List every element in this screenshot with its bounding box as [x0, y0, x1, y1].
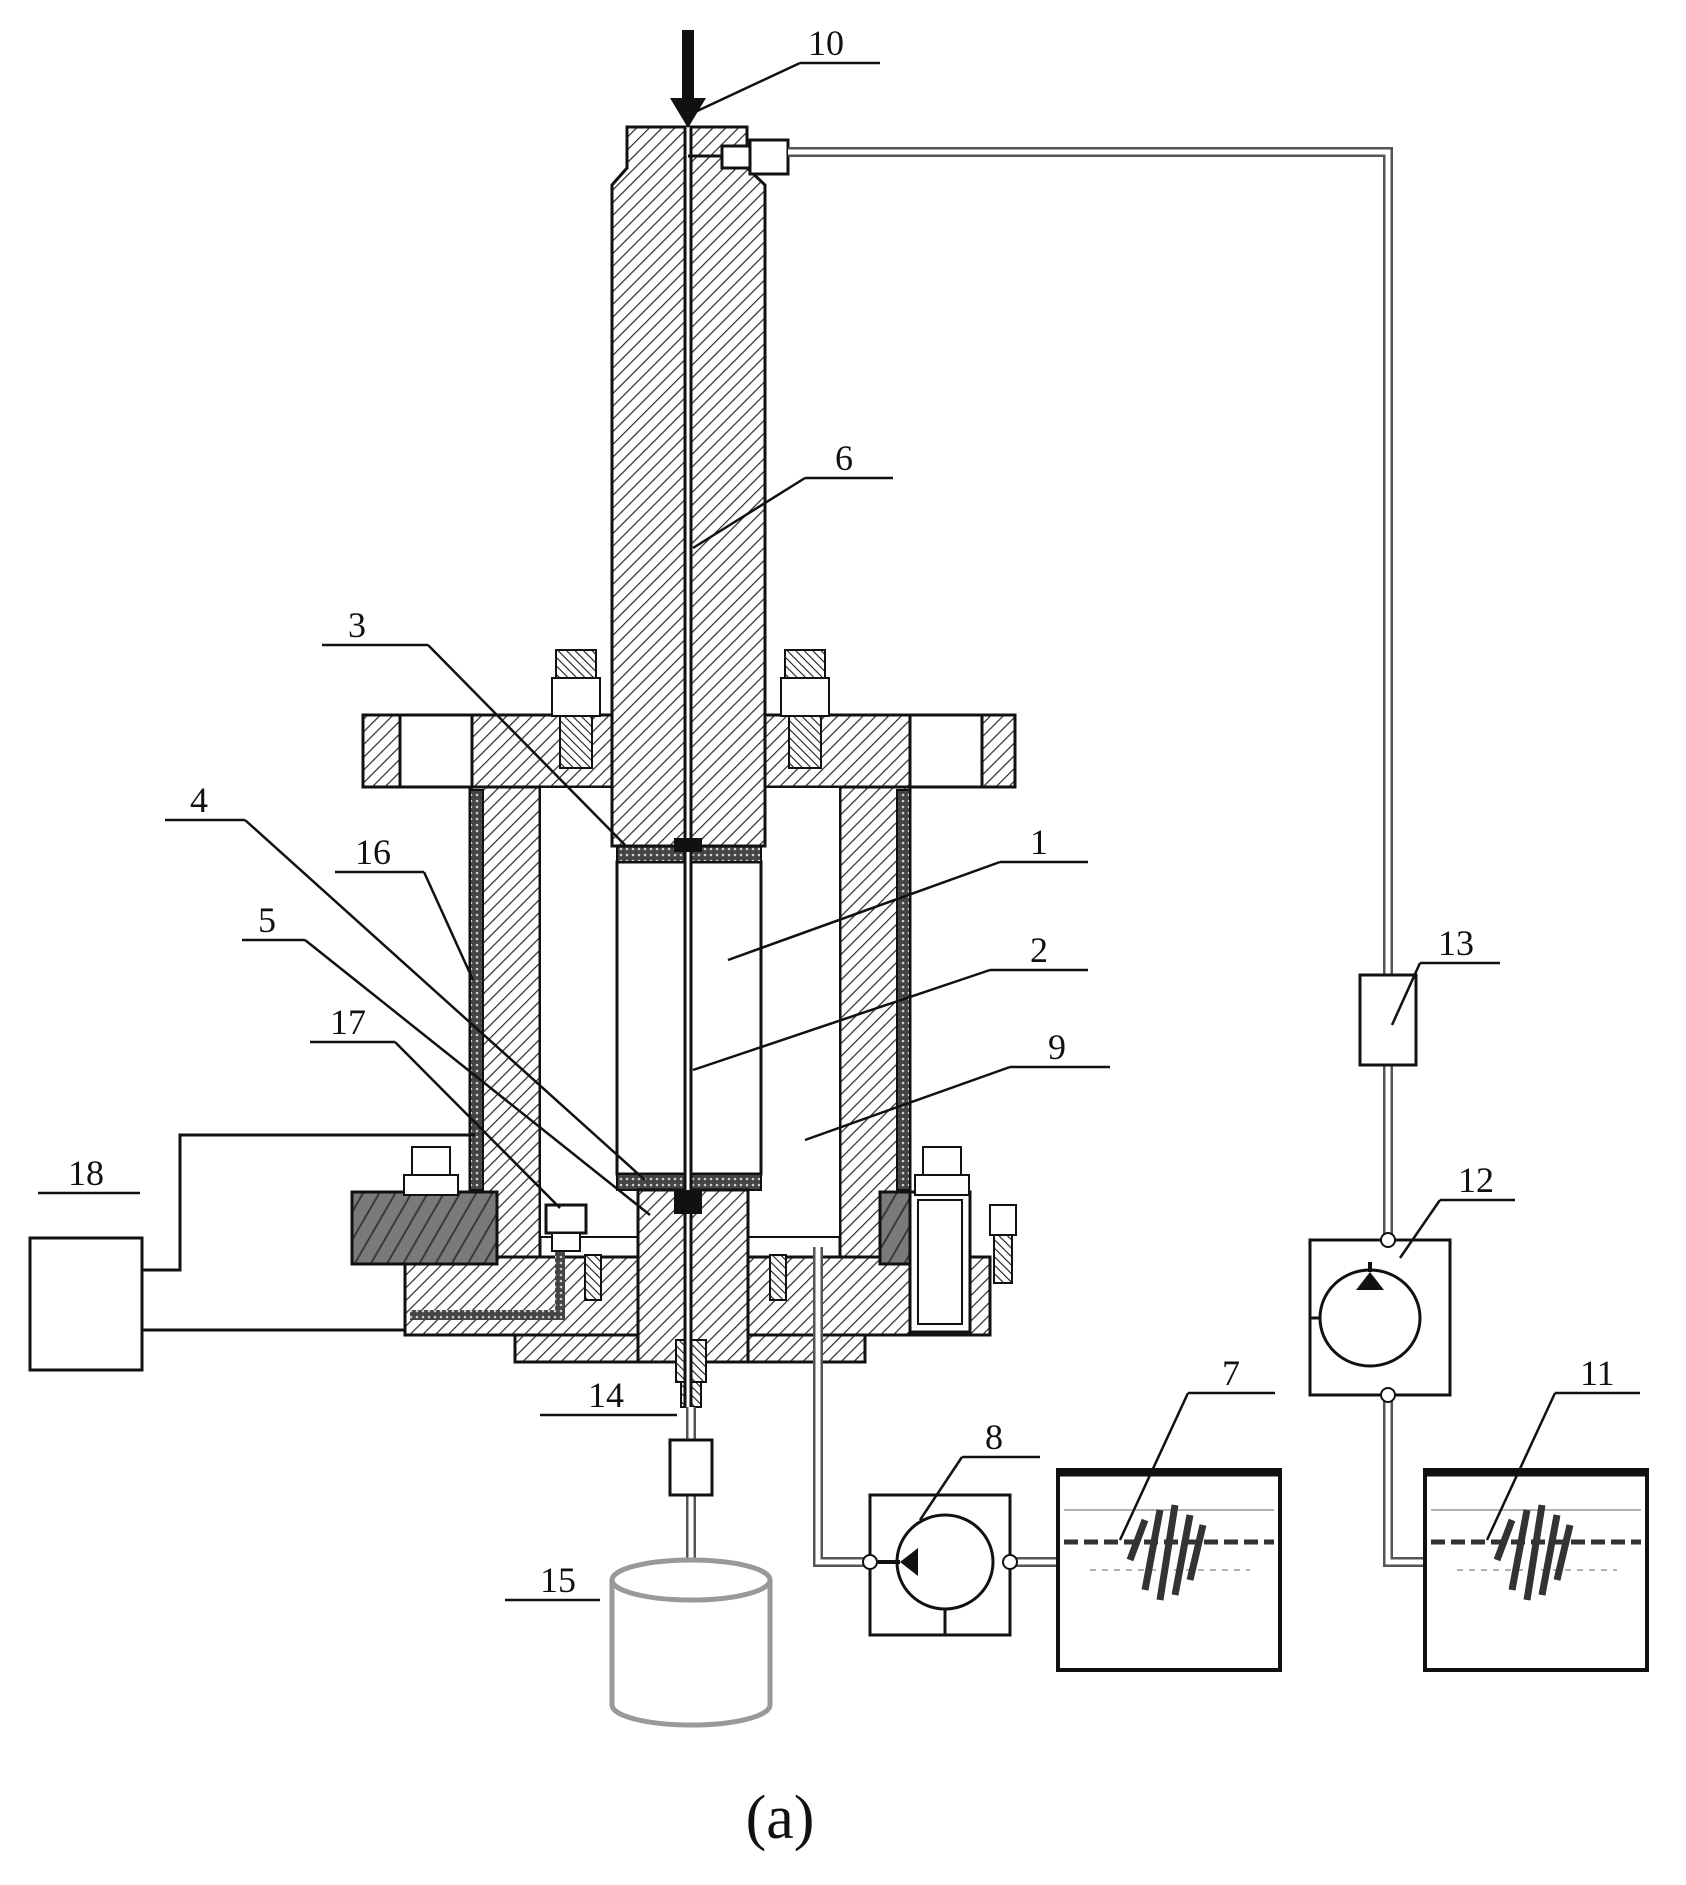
piping — [142, 147, 1425, 1592]
callout-label-8: 8 — [985, 1417, 1003, 1457]
callout-label-2: 2 — [1030, 930, 1048, 970]
shaft-seal-bottom — [674, 1190, 702, 1214]
fluid-tank-7 — [1056, 1468, 1282, 1672]
base-bolt-small-left — [584, 1254, 602, 1301]
callout-label-15: 15 — [540, 1560, 576, 1600]
heating-jacket-left — [469, 789, 484, 1191]
collector-beaker-15 — [609, 1557, 773, 1728]
clamp-ring-left — [350, 1190, 499, 1266]
heating-jacket-right — [896, 789, 911, 1191]
callout-label-13: 13 — [1438, 923, 1474, 963]
callout-label-17: 17 — [330, 1002, 366, 1042]
callout-label-4: 4 — [190, 780, 208, 820]
callouts — [38, 61, 1640, 1602]
callout-label-1: 1 — [1030, 822, 1048, 862]
clamp-ring-right — [878, 1190, 912, 1266]
pump-12 — [1308, 1232, 1452, 1403]
figure-caption: (a) — [746, 1784, 815, 1852]
callout-label-12: 12 — [1458, 1160, 1494, 1200]
callout-label-3: 3 — [348, 605, 366, 645]
flange-bolt-hole-right — [908, 713, 984, 789]
temperature-controller-18 — [28, 1236, 144, 1372]
bottom-pedestal — [636, 1188, 750, 1364]
callout-label-6: 6 — [835, 438, 853, 478]
callout-label-11: 11 — [1580, 1353, 1615, 1393]
callout-label-10: 10 — [808, 23, 844, 63]
callout-label-14: 14 — [588, 1375, 624, 1415]
shaft-seal-top — [674, 838, 702, 852]
flange-bolt-hole-left — [398, 713, 474, 789]
callout-label-18: 18 — [68, 1153, 104, 1193]
tank-7-heater — [1126, 1504, 1207, 1601]
base-bolt-right — [914, 1146, 970, 1196]
axial-load-arrow-head — [670, 98, 706, 128]
callout-label-5: 5 — [258, 900, 276, 940]
fluid-tank-11 — [1423, 1468, 1649, 1672]
temperature-sensor — [544, 1203, 588, 1252]
top-bolt-left — [551, 649, 601, 769]
pump-8 — [862, 1493, 1018, 1637]
base-bolt-left — [403, 1146, 459, 1196]
callout-labels: 10 6 3 1 2 9 4 16 5 17 18 13 12 14 8 7 1… — [68, 23, 1615, 1600]
side-bolt-right — [989, 1204, 1017, 1284]
callout-label-9: 9 — [1048, 1027, 1066, 1067]
valve-14 — [668, 1438, 714, 1497]
tank-11-heater — [1493, 1504, 1574, 1601]
top-outlet-fitting — [688, 138, 790, 176]
callout-label-16: 16 — [355, 832, 391, 872]
callout-label-7: 7 — [1222, 1353, 1240, 1393]
top-bolt-right — [780, 649, 830, 769]
base-bolt-small-right — [769, 1254, 787, 1301]
base-side-block-right-inner — [917, 1199, 963, 1325]
